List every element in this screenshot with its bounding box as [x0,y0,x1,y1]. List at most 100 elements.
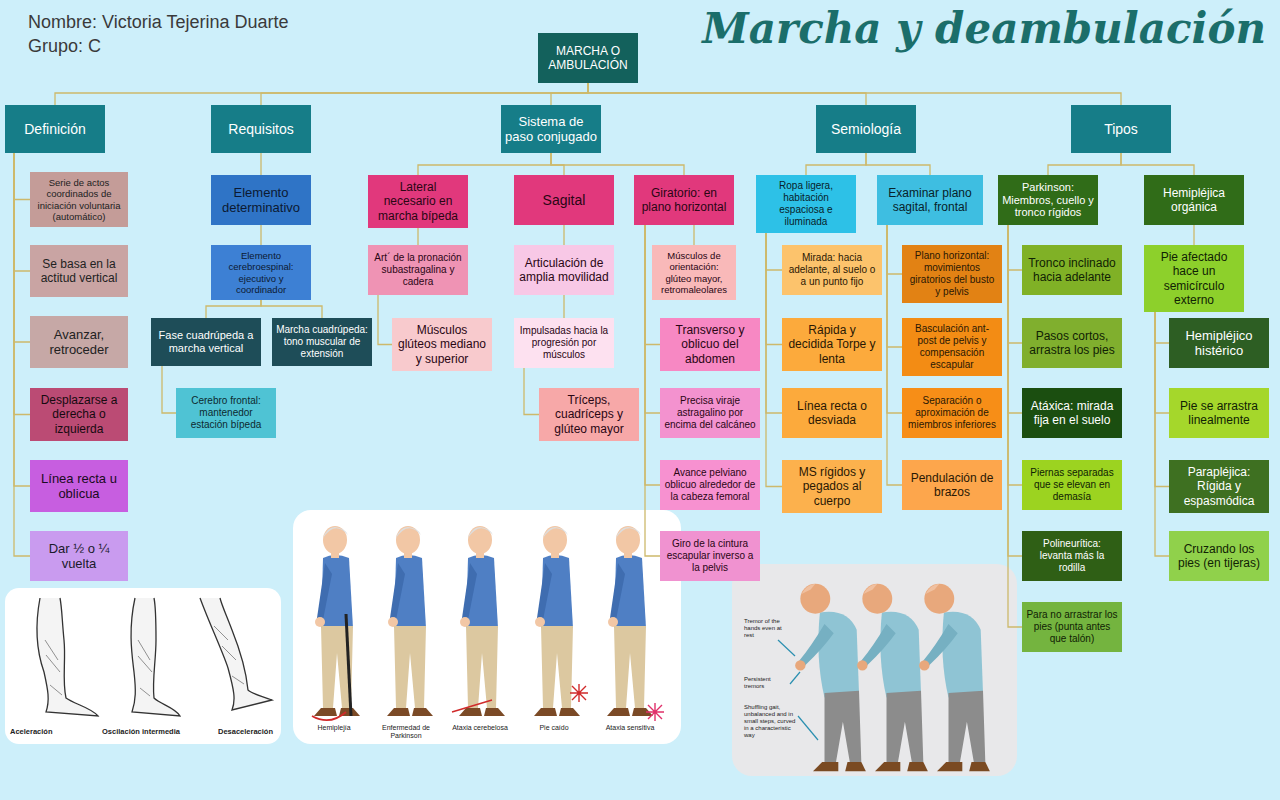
box-text: Sagital [518,192,610,209]
connector-line [806,153,866,175]
concept-box: Tríceps, cuadríceps y glúteo mayor [539,388,639,441]
connector-line [1008,225,1022,627]
box-text: Basculación ant-post de pelvis y compens… [906,323,998,370]
concept-box: Lateral necesario en marcha bípeda [368,175,468,228]
connector-line [1008,225,1022,485]
figure-label: Shuffling gait, unbalanced and in small … [744,704,798,738]
concept-box: Art´ de la pronación subastragalina y ca… [368,245,468,295]
box-text: Impulsadas hacia la progresión por múscu… [518,325,610,360]
box-text: Músculos de orientación: glúteo mayor, r… [656,250,732,295]
figure-label: Ataxia cerebelosa [444,724,516,732]
box-text: Examinar plano sagital, frontal [881,186,979,214]
concept-box: Fase cuadrúpeda a marcha vertical [151,318,261,366]
concept-box: Elemento cerebroespinal: ejecutivo y coo… [211,245,311,300]
box-text: Atáxica: mirada fija en el suelo [1026,399,1118,427]
concept-box: Polineurítica: levanta más la rodilla [1022,531,1122,581]
concept-box: Tronco inclinado hacia adelante [1022,245,1122,295]
connector-line [551,153,564,175]
connector-line [14,153,30,271]
box-text: Músculos glúteos mediano y superior [396,323,488,365]
connector-line [551,83,588,105]
figure-label: Hemiplejía [298,724,370,732]
connector-line [14,153,30,486]
concept-box: Piernas separadas que se elevan en demas… [1022,460,1122,510]
box-text: Plano horizontal: movimientos giratorios… [906,250,998,297]
concept-box: Pie se arrastra linealmente [1169,388,1269,438]
concept-box: Músculos de orientación: glúteo mayor, r… [652,245,736,300]
connector-line [1193,225,1194,245]
concept-box: Giratorio: en plano horizontal [634,175,734,225]
connector-line [417,228,418,245]
figure-label: Nombre: Victoria Tejerina Duarte [28,12,428,33]
box-text: Tipos [1075,121,1167,138]
connector-line [14,153,30,342]
concept-box: Tipos [1071,105,1171,153]
connector-line [1155,312,1169,413]
concept-box: Rápida y decidida Torpe y lenta [782,318,882,371]
concept-box: Pendulación de brazos [902,460,1002,510]
concept-box: Desplazarse a derecha o izquierda [30,388,128,441]
box-text: Parkinson: Miembros, cuello y tronco ríg… [1002,181,1094,220]
concept-box: Requisitos [211,105,311,153]
concept-box: Elemento determinativo [211,175,311,225]
box-text: Avance pelviano oblicuo alrededor de la … [664,467,756,502]
connector-line [206,300,261,318]
connector-line [1008,225,1022,343]
figure-label: Pie caído [518,724,590,732]
figure-label: Desaceleración [218,728,278,737]
box-text: Semiología [820,121,912,138]
box-text: Sistema de paso conjugado [505,114,597,145]
connector-line [260,153,261,175]
concept-box: Línea recta u oblicua [30,460,128,512]
concept-box: Se basa en la actitud vertical [30,245,128,297]
concept-box: Ropa ligera, habitación espaciosa e ilum… [756,175,856,233]
connector-line [261,300,322,318]
connector-line [418,153,551,175]
box-text: Línea recta u oblicua [34,471,124,502]
connector-line [1155,312,1169,487]
box-text: Parapléjica: Rígida y espasmódica [1173,465,1265,507]
connector-line [1155,312,1169,556]
connector-line [887,225,902,413]
figure-label: Enfermedad de Parkinson [368,724,444,740]
concept-box: Plano horizontal: movimientos giratorios… [902,245,1002,303]
concept-box: Impulsadas hacia la progresión por múscu… [514,318,614,368]
connector-line [1008,225,1022,556]
concept-box: Músculos glúteos mediano y superior [392,318,492,371]
box-text: Art´ de la pronación subastragalina y ca… [372,252,464,287]
connector-line [766,233,782,270]
figure-label: Grupo: C [28,36,228,57]
connector-line [766,233,782,345]
connector-line [1008,225,1022,413]
concept-box: Atáxica: mirada fija en el suelo [1022,388,1122,438]
concept-box: Basculación ant-post de pelvis y compens… [902,318,1002,376]
figure-label: Ataxia sensitiva [592,724,668,732]
concept-box: Transverso y oblicuo del abdomen [660,318,760,371]
box-text: Tríceps, cuadríceps y glúteo mayor [543,393,635,435]
connector-line [261,83,588,105]
concept-box: Separación o aproximación de miembros in… [902,388,1002,438]
box-text: Pie afectado hace un semicírculo externo [1148,250,1240,307]
box-text: Pasos cortos, arrastra los pies [1026,329,1118,357]
box-text: Mirada: hacia adelante, al suelo o a un … [786,252,878,287]
box-text: Pie se arrastra linealmente [1173,399,1265,427]
connector-line [14,153,30,556]
connector-line [1048,153,1121,175]
connector-line [766,233,782,487]
box-text: Desplazarse a derecha o izquierda [34,393,124,435]
concept-box: Hemipléjico histérico [1169,318,1269,368]
box-text: Lateral necesario en marcha bípeda [372,180,464,222]
page-title: Marcha y deambulación [702,4,1266,53]
box-text: Requisitos [215,121,307,138]
figure-label: Tremor of the hands even at rest [744,618,788,639]
concept-box: Examinar plano sagital, frontal [877,175,983,225]
concept-box: Precisa viraje astragalino por encima de… [660,388,760,438]
connector-line [588,83,1121,105]
concept-box: Parkinson: Miembros, cuello y tronco ríg… [998,175,1098,225]
connector-line [563,225,564,245]
concept-box: Sistema de paso conjugado [501,105,601,153]
connector-line [563,295,564,318]
connector-line [1155,312,1169,343]
connector-line [693,225,694,245]
box-text: Hemipléjico histérico [1173,328,1265,359]
